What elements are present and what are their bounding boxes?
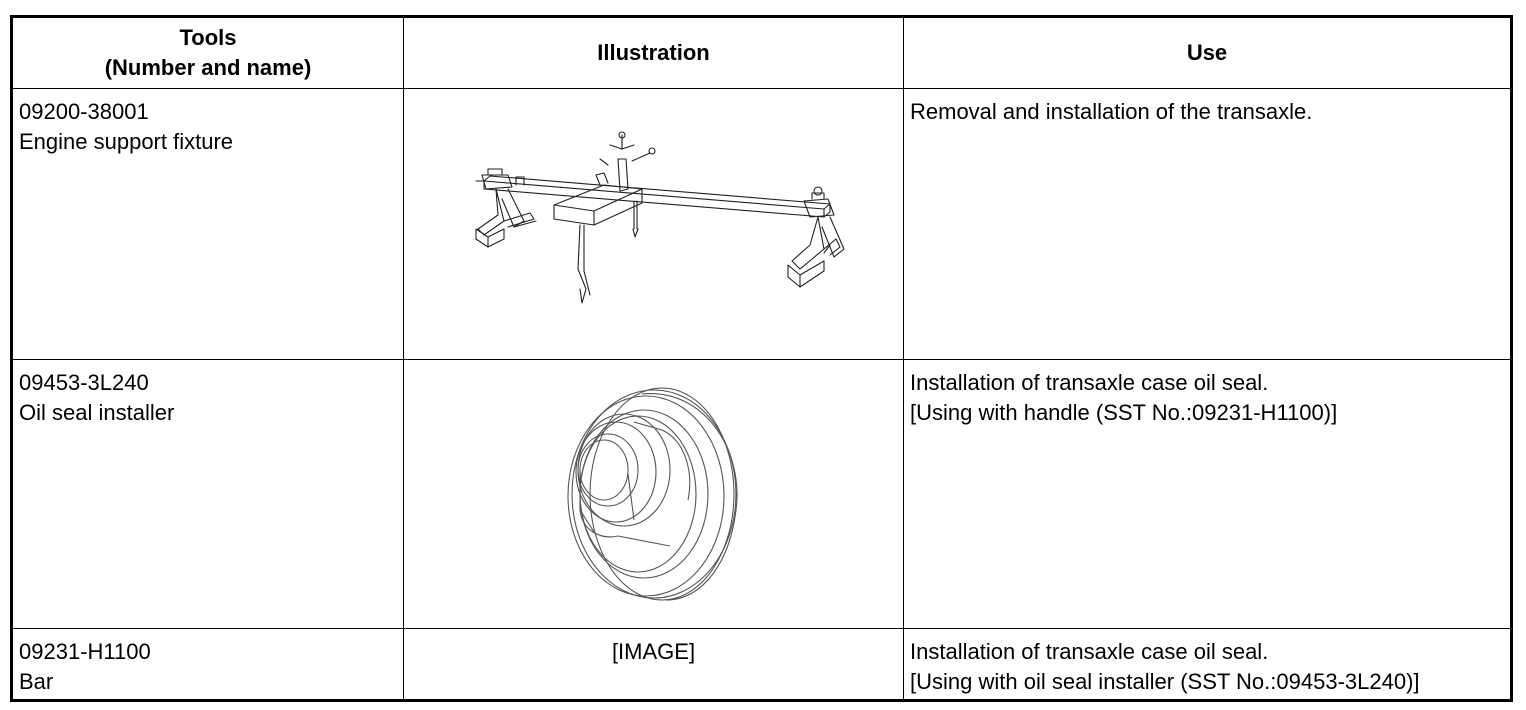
tool-name: Bar <box>19 669 54 694</box>
table-row: 09200-38001 Engine support fixture <box>11 88 1512 360</box>
illustration-cell <box>403 88 904 360</box>
tool-number: 09453-3L240 <box>19 370 149 395</box>
use-text-line1: Installation of transaxle case oil seal. <box>910 370 1269 395</box>
header-tools-line2: (Number and name) <box>104 55 312 80</box>
tool-cell: 09453-3L240 Oil seal installer <box>11 359 404 629</box>
illustration-cell: [IMAGE] <box>403 628 904 701</box>
tool-cell: 09231-H1100 Bar <box>11 628 404 701</box>
header-tools-line1: Tools <box>179 25 237 50</box>
table-row: 09231-H1100 Bar [IMAGE] Installation of … <box>11 628 1512 701</box>
tool-name: Oil seal installer <box>19 400 175 425</box>
use-cell: Removal and installation of the transaxl… <box>903 88 1512 360</box>
table-header-row: Tools (Number and name) Illustration Use <box>11 16 1512 89</box>
engine-support-fixture-drawing <box>475 131 845 304</box>
use-cell: Installation of transaxle case oil seal.… <box>903 359 1512 629</box>
use-text: Removal and installation of the transaxl… <box>910 99 1313 124</box>
tool-cell: 09200-38001 Engine support fixture <box>11 88 404 360</box>
use-cell: Installation of transaxle case oil seal.… <box>903 628 1512 701</box>
use-text-line1: Installation of transaxle case oil seal. <box>910 639 1269 664</box>
table-row: 09453-3L240 Oil seal installer <box>11 359 1512 629</box>
header-tools: Tools (Number and name) <box>11 16 404 89</box>
header-illustration: Illustration <box>403 16 904 89</box>
oil-seal-installer-drawing <box>567 387 738 601</box>
tool-number: 09200-38001 <box>19 99 149 124</box>
illustration-cell <box>403 359 904 629</box>
use-text-line2: [Using with handle (SST No.:09231-H1100)… <box>910 400 1338 425</box>
image-placeholder: [IMAGE] <box>611 639 696 664</box>
use-text-line2: [Using with oil seal installer (SST No.:… <box>910 669 1420 694</box>
tool-name: Engine support fixture <box>19 129 234 154</box>
header-use: Use <box>903 16 1512 89</box>
tool-number: 09231-H1100 <box>19 639 151 664</box>
special-tools-table: Tools (Number and name) Illustration Use… <box>10 15 1513 702</box>
